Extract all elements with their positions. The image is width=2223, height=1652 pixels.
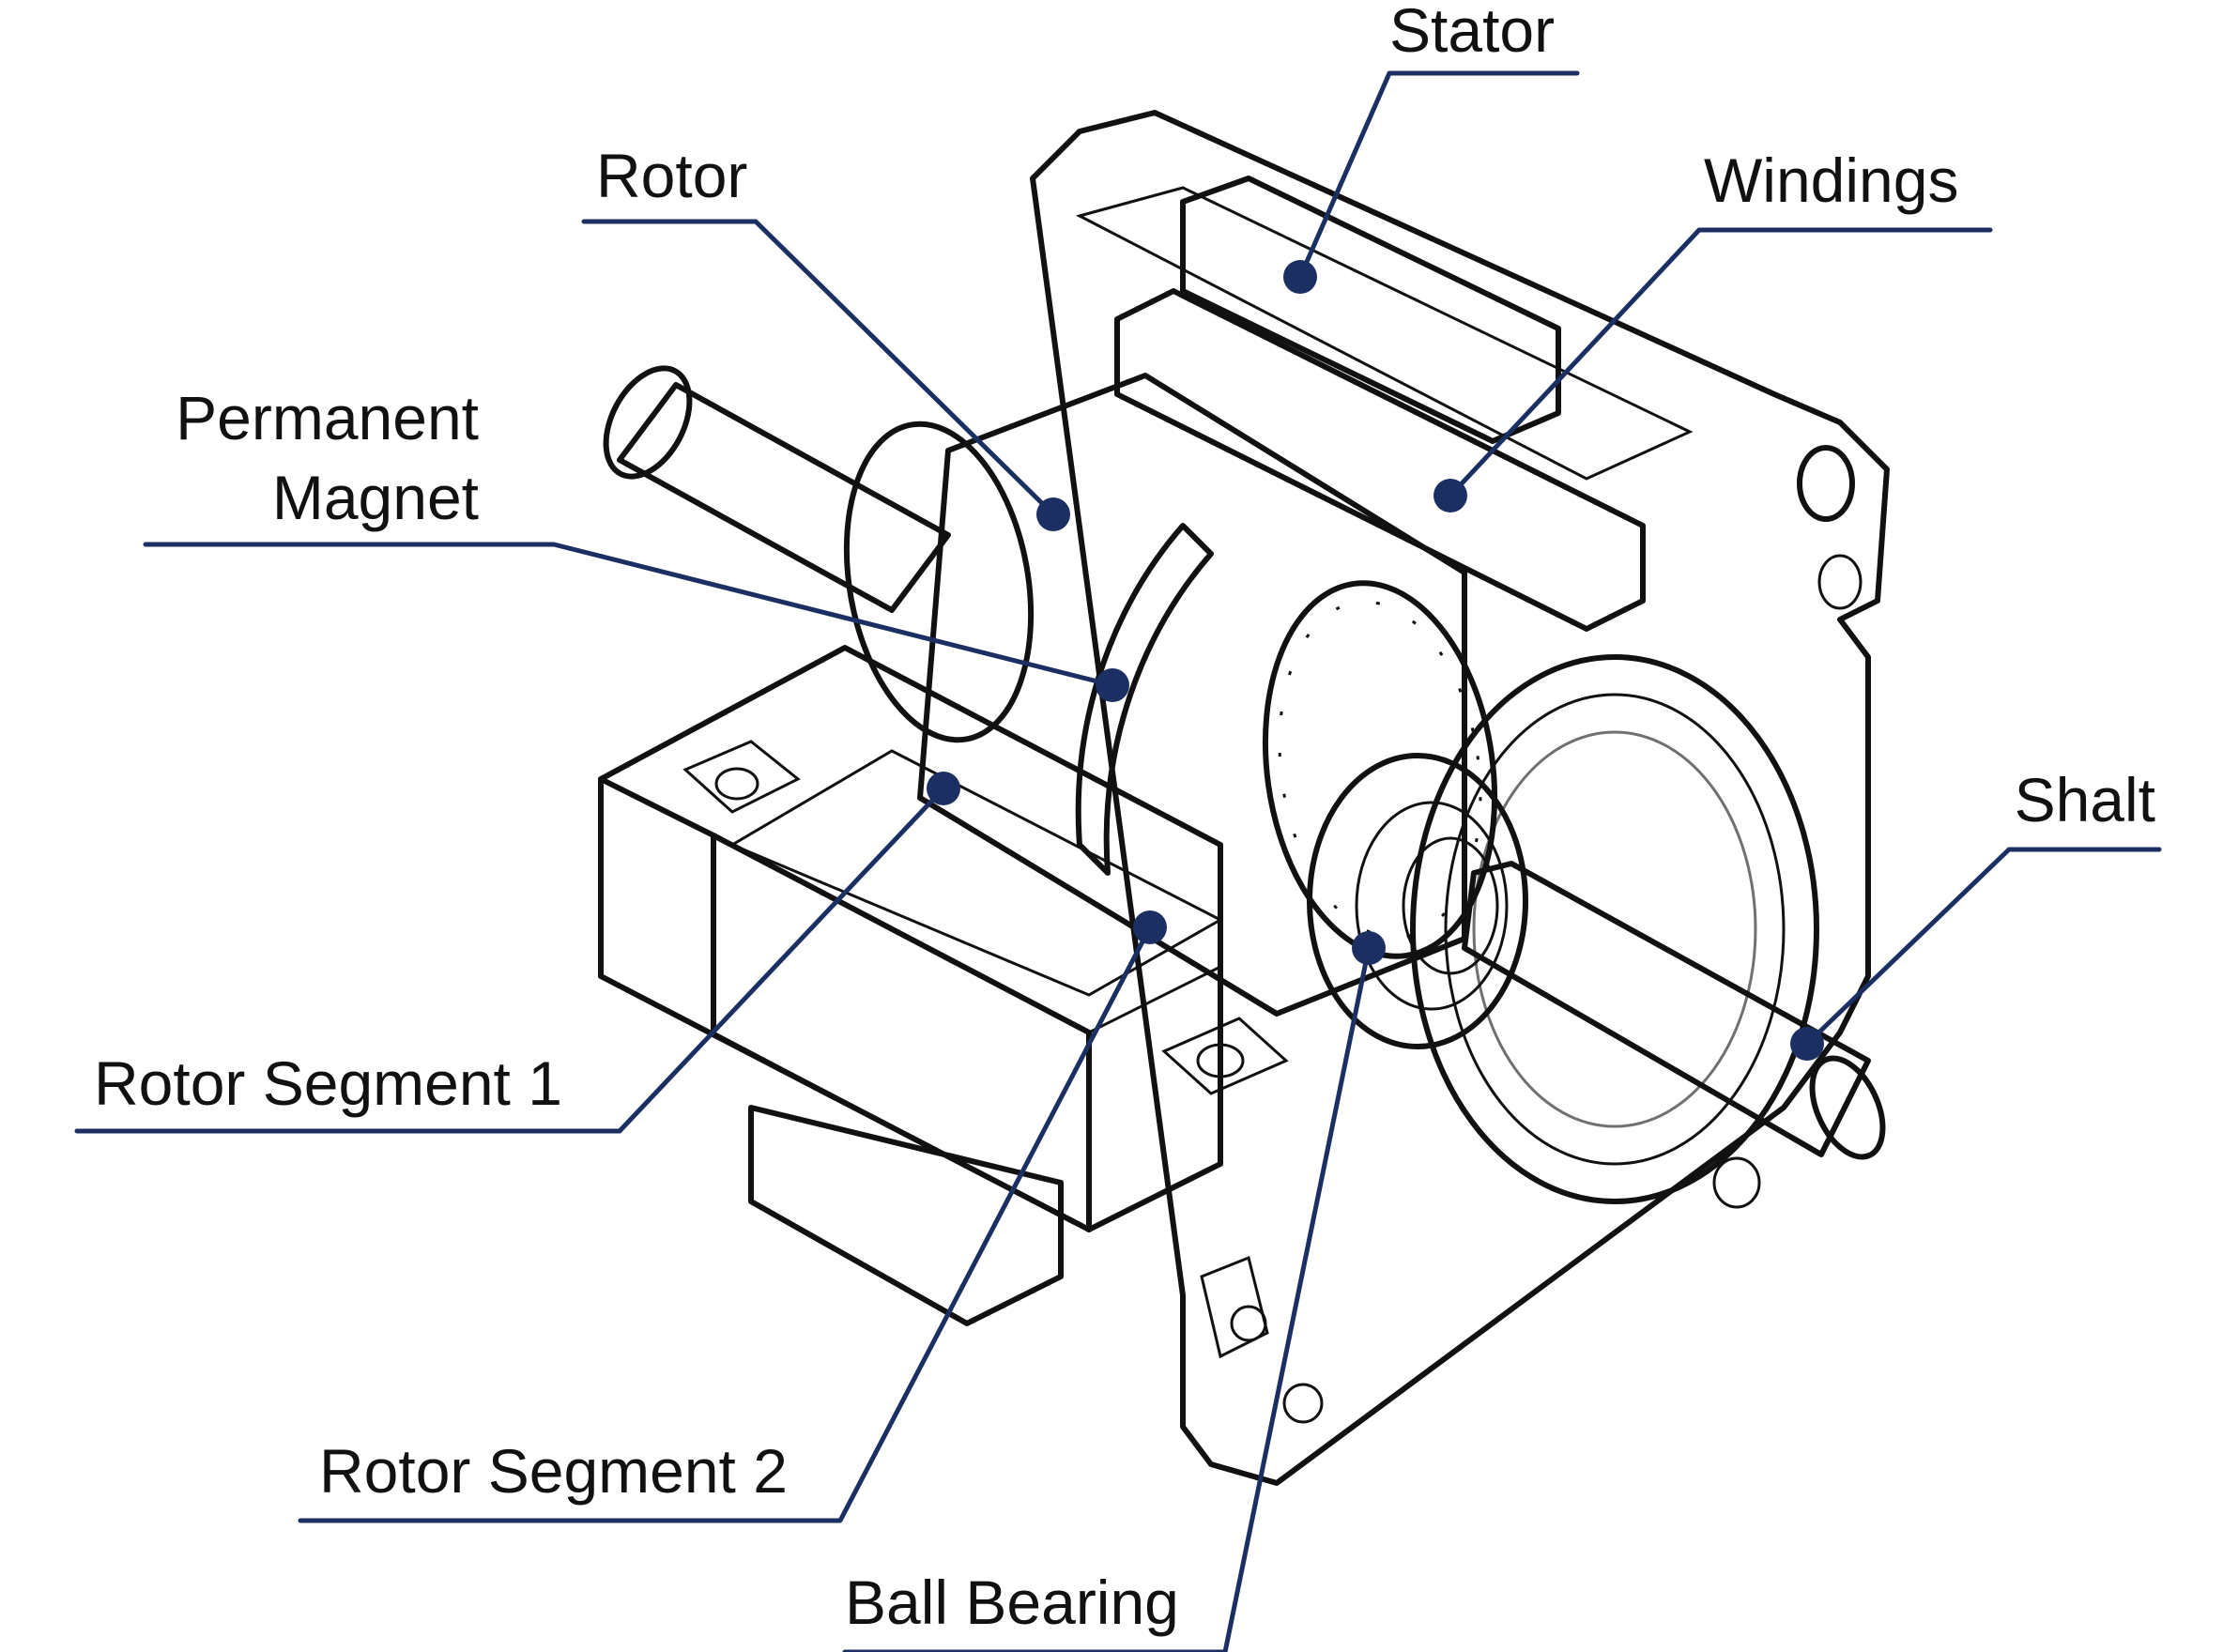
leader-lines — [74, 70, 2162, 1652]
label-rotor-segment-1: Rotor Segment 1 — [94, 1048, 562, 1118]
connector-block — [748, 1105, 1064, 1326]
end-cap-disc — [1410, 654, 1819, 1204]
leader-shaft — [1790, 847, 2162, 1061]
label-stator: Stator — [1389, 0, 1555, 65]
leader-ball-bearing — [842, 931, 1386, 1652]
bearing — [1307, 753, 1528, 1049]
stator-housing — [1030, 110, 1890, 1486]
front-shaft — [1462, 861, 1886, 1160]
label-permanent-magnet-line2: Magnet — [272, 463, 479, 532]
motor-illustration — [598, 110, 1890, 1486]
label-shaft: Shalt — [2015, 765, 2155, 834]
leader-rotor-segment-1 — [74, 772, 960, 1134]
leader-stator — [1283, 70, 1580, 294]
leader-rotor-segment-2 — [298, 910, 1167, 1523]
leader-windings — [1433, 227, 1993, 512]
label-permanent-magnet-line1: Permanent — [176, 383, 479, 452]
label-rotor-segment-2: Rotor Segment 2 — [319, 1436, 788, 1506]
rear-shaft — [603, 365, 951, 613]
labels: Stator Rotor Windings Permanent Magnet S… — [94, 0, 2155, 1637]
label-ball-bearing: Ball Bearing — [845, 1568, 1179, 1637]
leader-permanent-magnet — [143, 542, 1129, 702]
label-windings: Windings — [1704, 145, 1958, 215]
leader-rotor — [581, 219, 1070, 531]
label-rotor: Rotor — [596, 141, 747, 210]
